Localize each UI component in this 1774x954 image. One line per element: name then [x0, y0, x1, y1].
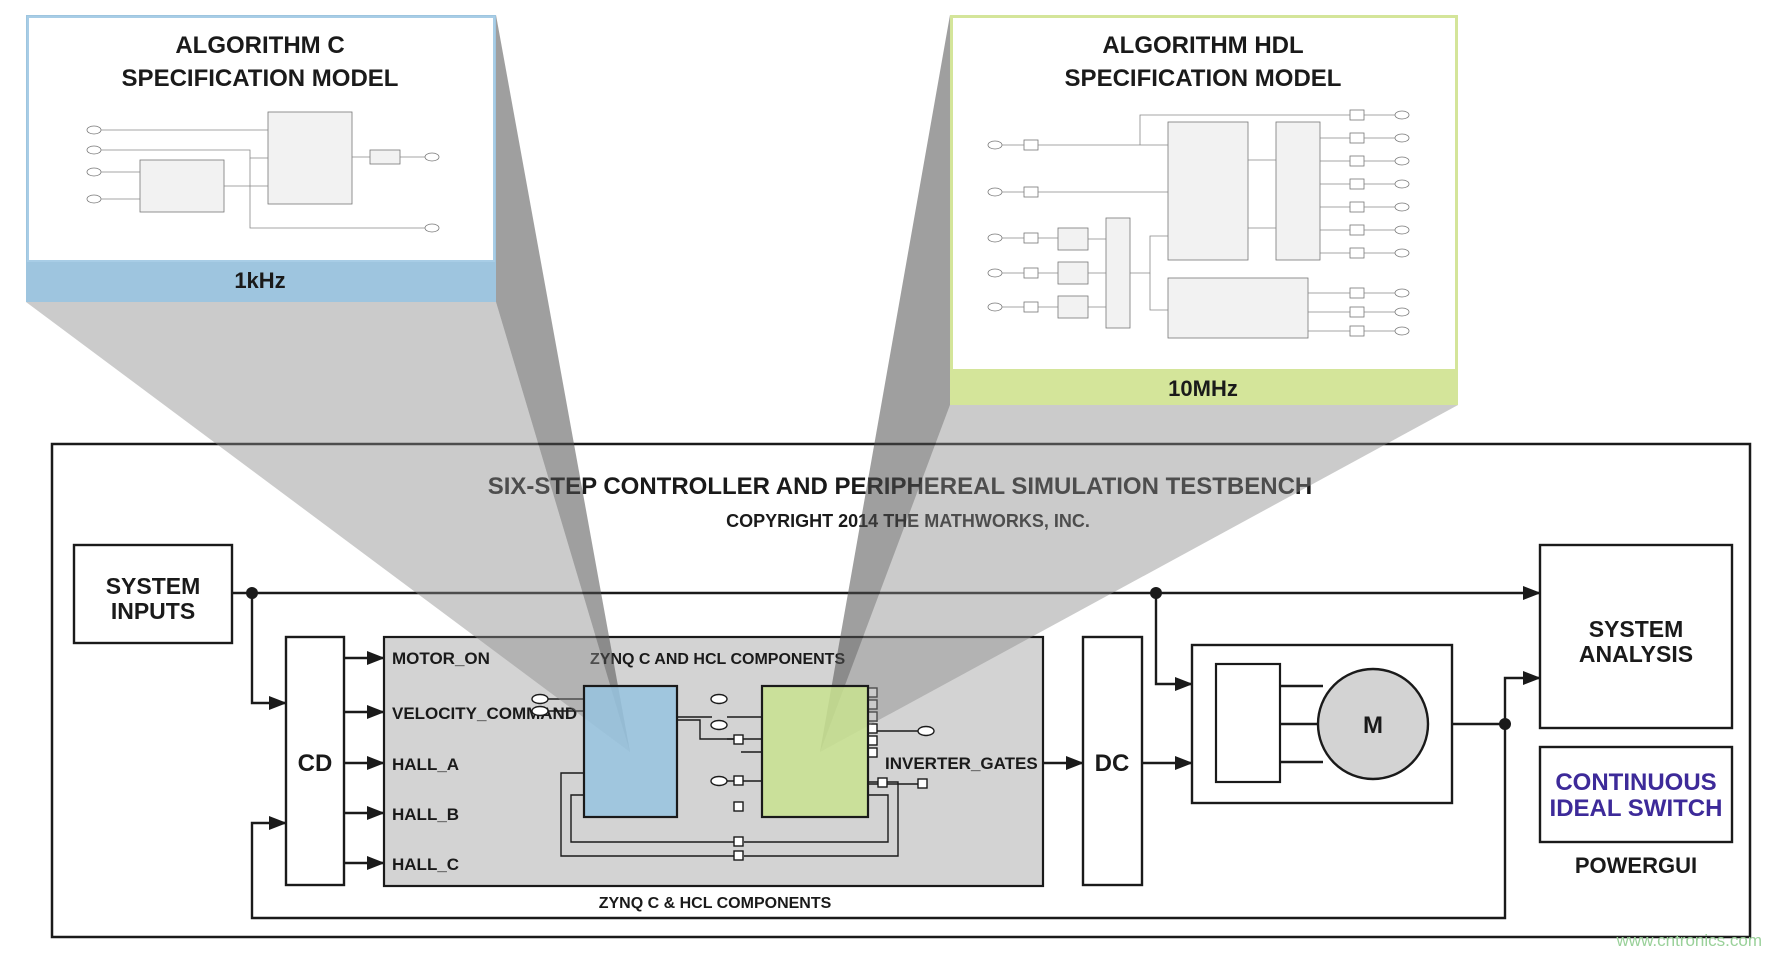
- system-analysis-label-2: ANALYSIS: [1579, 641, 1693, 667]
- panel-c-title-2: SPECIFICATION MODEL: [122, 65, 399, 92]
- powergui-block[interactable]: CONTINUOUS IDEAL SWITCH: [1538, 745, 1734, 844]
- panel-c-rate: 1kHz: [234, 268, 285, 293]
- dc-block[interactable]: DC: [1081, 635, 1144, 887]
- powergui-label: POWERGUI: [1575, 853, 1697, 878]
- motor-subsystem-block[interactable]: M: [1190, 643, 1454, 805]
- signal-motor-on: MOTOR_ON: [392, 649, 490, 668]
- cd-block[interactable]: CD: [284, 635, 346, 887]
- signal-inverter-gates: INVERTER_GATES: [885, 754, 1038, 773]
- system-inputs-label-2: INPUTS: [111, 598, 195, 624]
- testbench-copyright: COPYRIGHT 2014 THE MATHWORKS, INC.: [726, 511, 1090, 531]
- switch-label-2: IDEAL SWITCH: [1550, 795, 1723, 822]
- dc-label: DC: [1095, 750, 1130, 777]
- signal-hall-c: HALL_C: [392, 855, 459, 874]
- algorithm-c-panel: ALGORITHM C SPECIFICATION MODEL 1kHz: [26, 15, 496, 302]
- switch-label-1: CONTINUOUS: [1555, 769, 1716, 796]
- motor-circle: [1316, 667, 1430, 781]
- panel-c-model-thumbnail: [86, 111, 440, 233]
- signal-velocity-command: VELOCITY_COMMAND: [392, 704, 577, 723]
- system-analysis-label-1: SYSTEM: [1589, 616, 1684, 642]
- hdl-algorithm-block[interactable]: [760, 684, 870, 819]
- panel-hdl-title-2: SPECIFICATION MODEL: [1065, 65, 1342, 92]
- signal-hall-a: HALL_A: [392, 755, 459, 774]
- cd-label: CD: [298, 750, 333, 777]
- system-inputs-block[interactable]: SYSTEM INPUTS: [72, 543, 234, 645]
- system-inputs-label-1: SYSTEM: [106, 573, 201, 599]
- projection-beams: [26, 15, 1458, 752]
- c-algorithm-block[interactable]: [582, 684, 679, 819]
- zynq-inner-title: ZYNQ C AND HCL COMPONENTS: [590, 651, 845, 668]
- zynq-components-region: ZYNQ C AND HCL COMPONENTS MOTOR_ON VELOC…: [382, 635, 1045, 888]
- motor-label: M: [1363, 712, 1383, 739]
- signal-wires: [232, 586, 1541, 920]
- panel-hdl-title-1: ALGORITHM HDL: [1102, 32, 1303, 59]
- watermark: www.cntronics.com: [1616, 931, 1762, 950]
- signal-hall-b: HALL_B: [392, 805, 459, 824]
- panel-hdl-model-thumbnail: [987, 109, 1410, 339]
- panel-c-title-1: ALGORITHM C: [175, 32, 344, 59]
- algorithm-hdl-panel: ALGORITHM HDL SPECIFICATION MODEL 10MHz: [950, 15, 1458, 405]
- system-analysis-block[interactable]: SYSTEM ANALYSIS: [1538, 543, 1734, 730]
- panel-hdl-rate: 10MHz: [1168, 376, 1238, 401]
- zynq-caption: ZYNQ C & HCL COMPONENTS: [599, 895, 832, 912]
